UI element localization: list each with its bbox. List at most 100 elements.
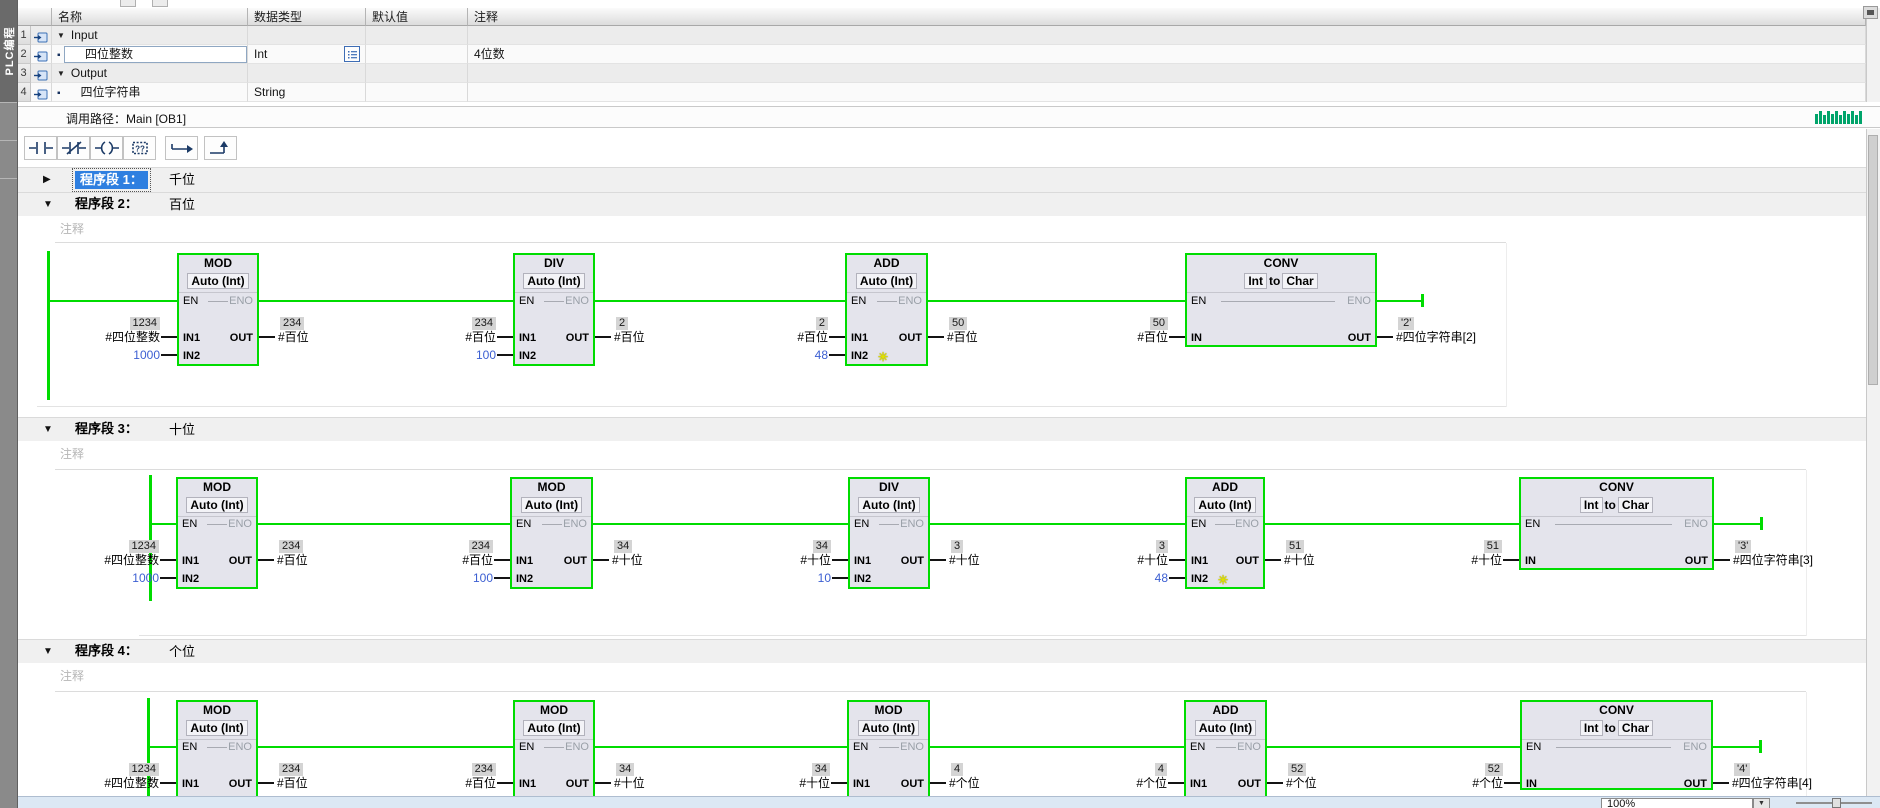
operand-label[interactable]: #百位 [465, 776, 496, 790]
monitor-value-chip[interactable]: 234 [468, 540, 493, 553]
data-type-cell[interactable] [248, 64, 366, 83]
conv-src-type[interactable]: Int [1244, 273, 1267, 289]
monitor-value-chip[interactable]: 2 [616, 317, 629, 330]
comment-cell[interactable] [468, 64, 1866, 83]
block-mode-chip[interactable]: Auto (Int) [186, 720, 248, 736]
var-name-editor[interactable]: 四位整数 [64, 46, 247, 63]
lad-toolbar-empty-box-button[interactable]: ?? [123, 136, 156, 160]
default-value-cell[interactable] [366, 83, 468, 102]
monitor-value-chip[interactable]: 234 [280, 317, 305, 330]
block-mode-chip[interactable]: Auto (Int) [855, 273, 918, 289]
monitor-value-chip[interactable]: 4 [951, 763, 964, 776]
monitor-value-chip[interactable]: '4' [1734, 763, 1751, 776]
network-comment-placeholder[interactable]: 注释 [60, 222, 85, 236]
constant-operand[interactable]: 100 [472, 571, 493, 585]
block-mode-chip[interactable]: Auto (Int) [1194, 720, 1257, 736]
add-input-star-icon[interactable]: ✳ [878, 350, 889, 364]
zoom-slider-handle[interactable] [1832, 798, 1841, 808]
block-mode-chip[interactable]: Auto (Int) [858, 497, 920, 513]
conv-src-type[interactable]: Int [1579, 720, 1603, 736]
monitor-value-chip[interactable]: 3 [1155, 540, 1168, 553]
operand-label[interactable]: #十位 [612, 553, 643, 567]
conv-dst-type[interactable]: Char [1282, 273, 1318, 289]
monitor-value-chip[interactable]: 234 [471, 763, 496, 776]
operand-label[interactable]: #百位 [462, 553, 493, 567]
monitor-value-chip[interactable]: 1234 [128, 540, 159, 553]
monitor-value-chip[interactable]: 34 [811, 763, 830, 776]
constant-operand[interactable]: 48 [814, 348, 828, 362]
monitor-value-chip[interactable]: 52 [1484, 763, 1503, 776]
operand-label[interactable]: #四位字符串[3] [1733, 553, 1814, 567]
monitor-value-chip[interactable]: 50 [1149, 317, 1168, 330]
comment-cell[interactable] [468, 26, 1866, 45]
monitor-value-chip[interactable]: 4 [1154, 763, 1167, 776]
monitor-value-chip[interactable]: 34 [812, 540, 831, 553]
monitor-value-chip[interactable]: 51 [1286, 540, 1305, 553]
operand-label[interactable]: #个位 [1472, 776, 1503, 790]
editor-scrollbar-thumb[interactable] [1868, 135, 1878, 385]
network-title[interactable]: 百位 [169, 197, 196, 212]
operand-label[interactable]: #十位 [1137, 553, 1168, 567]
add-input-star-icon[interactable]: ✳ [1218, 573, 1229, 587]
monitor-value-chip[interactable]: 1234 [129, 317, 160, 330]
operand-label[interactable]: #十位 [799, 776, 830, 790]
comment-cell[interactable]: 4位数 [468, 45, 1866, 64]
monitor-value-chip[interactable]: 234 [279, 540, 304, 553]
operand-label[interactable]: #百位 [1137, 330, 1168, 344]
column-header-data-type[interactable]: 数据类型 [248, 8, 366, 26]
operand-label[interactable]: #百位 [947, 330, 978, 344]
monitor-value-chip[interactable]: '3' [1735, 540, 1752, 553]
monitor-value-chip[interactable]: 51 [1483, 540, 1502, 553]
data-type-cell[interactable]: Int [248, 45, 366, 64]
operand-label[interactable]: #十位 [1284, 553, 1315, 567]
block-mode-chip[interactable]: Auto (Int) [520, 497, 583, 513]
comment-cell[interactable] [468, 83, 1866, 102]
monitor-value-chip[interactable]: 3 [951, 540, 964, 553]
lad-toolbar-coil-button[interactable] [90, 136, 123, 160]
value-list-button[interactable] [344, 46, 360, 62]
column-header-default-value[interactable]: 默认值 [366, 8, 468, 26]
operand-label[interactable]: #个位 [1286, 776, 1317, 790]
lad-toolbar-no-contact-button[interactable] [24, 136, 57, 160]
monitor-value-chip[interactable]: '2' [1398, 317, 1415, 330]
expander-icon[interactable]: ▼ [57, 31, 65, 40]
conv-dst-type[interactable]: Char [1617, 720, 1654, 736]
default-value-cell[interactable] [366, 64, 468, 83]
network-label[interactable]: 程序段 3： [75, 421, 138, 436]
column-header-name[interactable]: 名称 [52, 8, 248, 26]
operand-label[interactable]: #四位字符串[4] [1732, 776, 1813, 790]
monitor-value-chip[interactable]: 1234 [128, 763, 159, 776]
block-mode-chip[interactable]: Auto (Int) [523, 273, 585, 289]
lad-toolbar-open-branch-button[interactable] [165, 136, 198, 160]
constant-operand[interactable]: 100 [475, 348, 496, 362]
operand-label[interactable]: #百位 [797, 330, 828, 344]
operand-label[interactable]: #十位 [614, 776, 645, 790]
monitor-value-chip[interactable]: 234 [279, 763, 304, 776]
data-type-cell[interactable]: String [248, 83, 366, 102]
conv-src-type[interactable]: Int [1579, 497, 1603, 513]
operand-label[interactable]: #四位整数 [105, 330, 160, 344]
data-type-cell[interactable] [248, 26, 366, 45]
network-label[interactable]: 程序段 1： [72, 168, 151, 192]
constant-operand[interactable]: 48 [1154, 571, 1168, 585]
monitor-value-chip[interactable]: 234 [471, 317, 496, 330]
operand-label[interactable]: #十位 [1471, 553, 1502, 567]
var-name-cell[interactable]: ▼Input [52, 26, 248, 45]
expand-arrow-icon[interactable]: ▼ [43, 646, 53, 657]
operand-label[interactable]: #百位 [277, 776, 308, 790]
monitor-value-chip[interactable]: 34 [614, 540, 633, 553]
var-name-cell[interactable]: ▪四位字符串 [52, 83, 248, 102]
